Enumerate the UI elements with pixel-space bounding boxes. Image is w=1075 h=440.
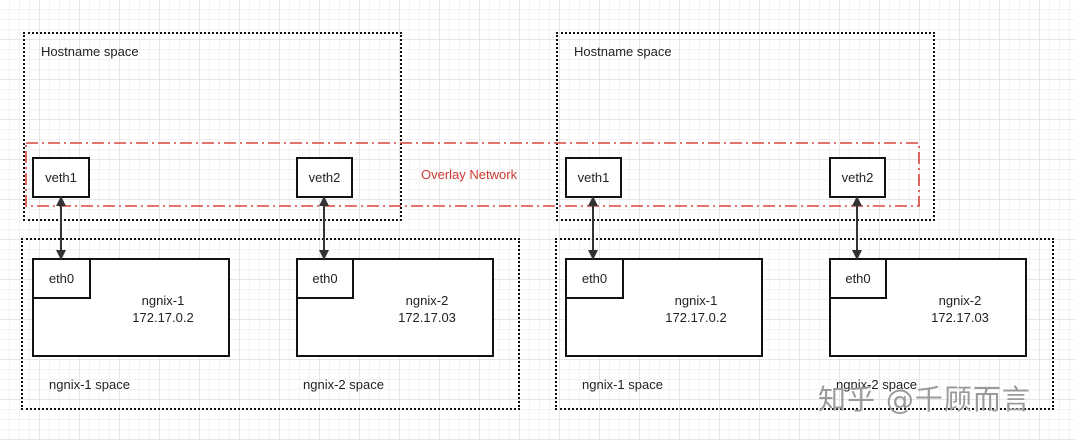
host2-veth1-box[interactable]: veth1 — [565, 157, 622, 198]
host1-ngnix1-eth0-box[interactable]: eth0 — [32, 258, 91, 299]
host2-ngnix1-eth0-box[interactable]: eth0 — [565, 258, 624, 299]
host2-hostname-label: Hostname space — [574, 44, 672, 59]
host2-ngnix1-ip: 172.17.0.2 — [665, 310, 727, 325]
host1-ngnix1-ip: 172.17.0.2 — [132, 310, 194, 325]
host1-ngnix1-space-label: ngnix-1 space — [49, 377, 130, 392]
host2-container-space — [555, 238, 1054, 410]
host1-ngnix2-name: ngnix-2 — [405, 293, 449, 308]
host1-veth2-box[interactable]: veth2 — [296, 157, 353, 198]
host2-hostname-space — [556, 32, 935, 221]
host2-ngnix2-eth0-box[interactable]: eth0 — [829, 258, 887, 299]
host2-ngnix2-eth0-label: eth0 — [845, 271, 871, 286]
host1-hostname-space — [23, 32, 402, 221]
host1-ngnix2-ip: 172.17.03 — [398, 310, 456, 325]
host1-ngnix1-name: ngnix-1 — [141, 293, 185, 308]
host1-hostname-label: Hostname space — [41, 44, 139, 59]
host2-veth2-label: veth2 — [841, 170, 874, 185]
host1-veth1-label: veth1 — [45, 170, 77, 185]
host2-ngnix2-ip: 172.17.03 — [931, 310, 989, 325]
watermark: 知乎 @千顾而言 — [818, 383, 1031, 416]
host2-ngnix2-name: ngnix-2 — [938, 293, 982, 308]
host2-ngnix1-eth0-label: eth0 — [581, 271, 608, 286]
host2-ngnix1-name: ngnix-1 — [674, 293, 718, 308]
overlay-network-boundary — [25, 142, 920, 207]
host2-ngnix2-space-label: ngnix-2 space — [836, 377, 917, 392]
host1-ngnix2-space-label: ngnix-2 space — [303, 377, 384, 392]
host1-veth1-box[interactable]: veth1 — [32, 157, 90, 198]
host2-ngnix1-space-label: ngnix-1 space — [582, 377, 663, 392]
overlay-network-label: Overlay Network — [421, 167, 518, 182]
host1-ngnix1-eth0-label: eth0 — [48, 271, 75, 286]
host1-veth2-label: veth2 — [308, 170, 341, 185]
host2-veth1-label: veth1 — [577, 170, 610, 185]
host1-container-space — [21, 238, 520, 410]
host1-ngnix2-eth0-label: eth0 — [312, 271, 338, 286]
